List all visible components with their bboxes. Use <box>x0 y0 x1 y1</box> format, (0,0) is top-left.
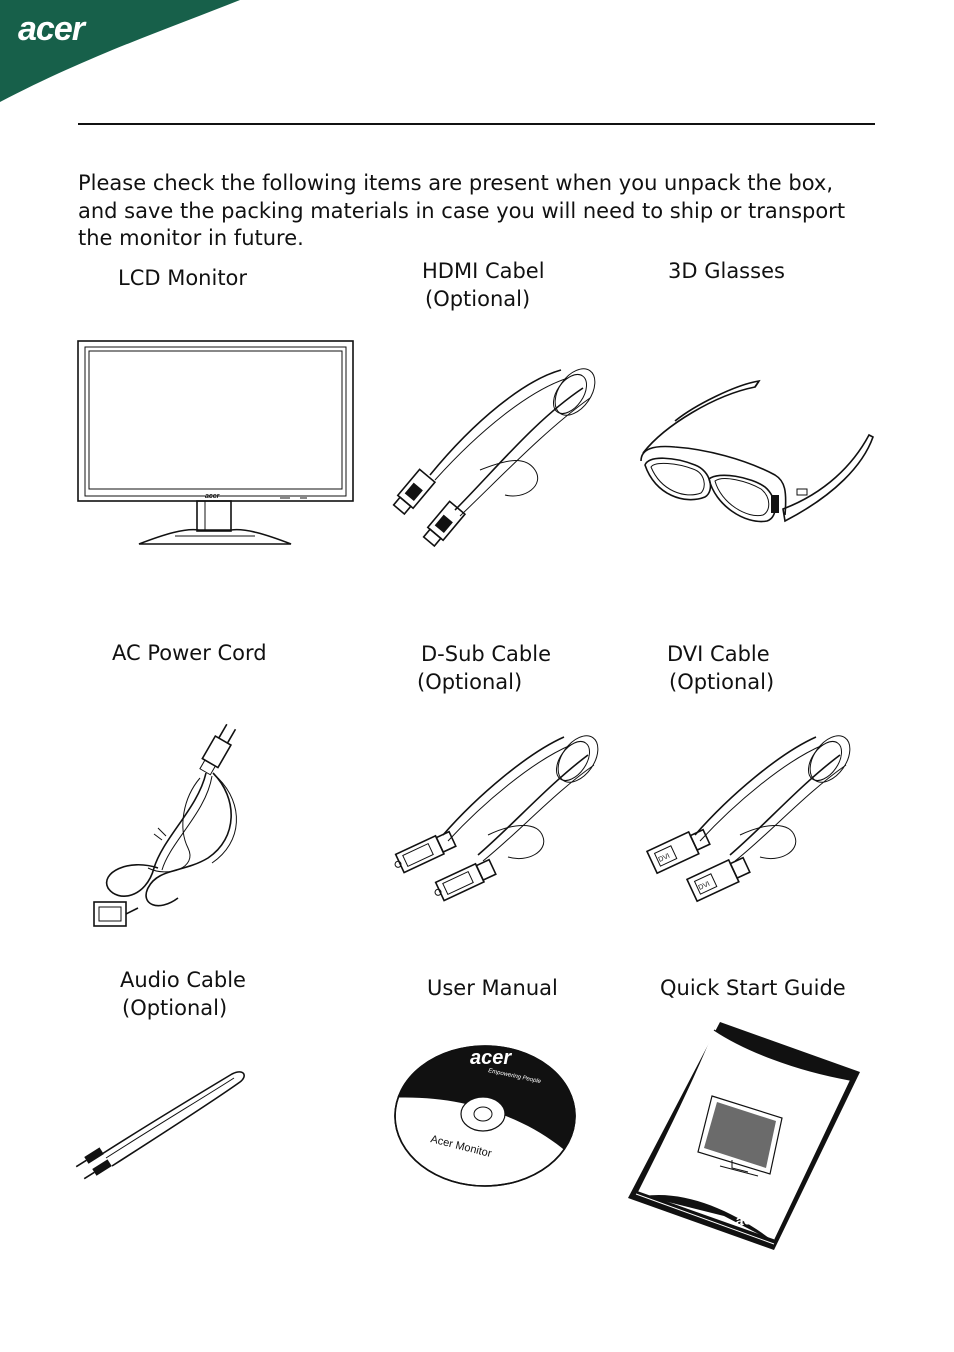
acer-corner-badge: acer <box>0 0 240 102</box>
item-label-ac-power-cord: AC Power Cord <box>112 641 267 665</box>
item-label-lcd-monitor: LCD Monitor <box>118 266 248 290</box>
intro-line: and save the packing materials in case y… <box>78 198 846 223</box>
dvi-connector-label: DVI <box>658 853 672 864</box>
hdmi-cable-illustration <box>392 368 596 548</box>
dsub-cable-illustration <box>394 735 599 902</box>
item-label-user-manual: User Manual <box>427 976 558 1000</box>
audio-cable-illustration <box>75 1071 245 1180</box>
intro-text: Please check the following items are pre… <box>78 170 878 253</box>
cd-brand-logo: acer <box>470 1047 512 1069</box>
dvi-connector-label: DVI <box>698 881 712 892</box>
guide-monitor-thumbnail <box>697 1095 783 1177</box>
quick-start-guide-illustration: acer <box>628 1022 860 1250</box>
acer-logo: acer <box>18 10 87 48</box>
item-label-dsub-cable: D-Sub Cable (Optional) <box>417 642 552 694</box>
3d-glasses-illustration <box>640 379 874 523</box>
item-label-3d-glasses: 3D Glasses <box>668 259 785 283</box>
intro-line: Please check the following items are pre… <box>78 171 834 195</box>
intro-line: the monitor in future. <box>78 226 304 250</box>
ac-power-cord-illustration <box>93 723 237 927</box>
lcd-monitor-illustration: acer <box>77 340 354 545</box>
item-label-dvi-cable: DVI Cable (Optional) <box>667 642 775 694</box>
guide-brand-logo: acer <box>734 1209 768 1230</box>
item-label-audio-cable: Audio Cable (Optional) <box>120 968 246 1020</box>
user-manual-cd-illustration: acer Empowering People Acer Monitor <box>394 1045 576 1187</box>
item-label-quick-start-guide: Quick Start Guide <box>660 976 846 1000</box>
monitor-bezel-logo: acer <box>205 493 221 500</box>
dvi-cable-illustration: DVI DVI <box>645 735 851 903</box>
header-rule <box>78 123 875 125</box>
item-label-hdmi-cable: HDMI Cabel (Optional) <box>422 259 545 311</box>
